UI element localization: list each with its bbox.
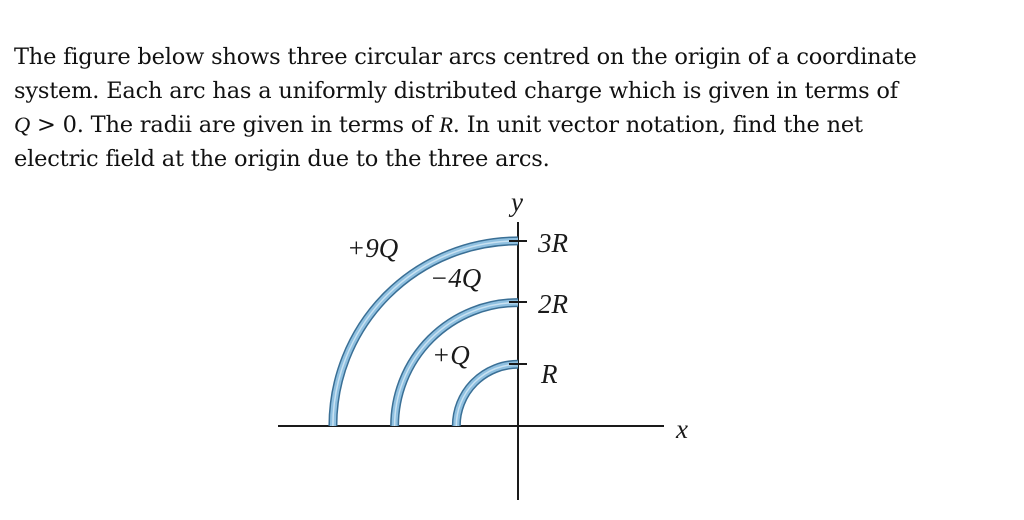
arc-minus-4q [390, 298, 519, 427]
arc-layer [328, 236, 519, 427]
problem-line-3-rest: . In unit vector notation, find the net [452, 112, 863, 138]
problem-line-2: system. Each arc has a uniformly distrib… [14, 78, 898, 104]
problem-statement: The figure below shows three circular ar… [14, 40, 1004, 176]
symbol-q: Q [14, 112, 31, 137]
inequality-text: > 0. The radii are given in terms of [30, 112, 440, 138]
charge-label-plus-9q: +9Q [347, 233, 398, 263]
charge-label-plus-q: +Q [432, 340, 470, 370]
arc-plus-9q-band [329, 237, 519, 427]
arc-plus-9q-highlight [332, 240, 519, 427]
problem-line-1: The figure below shows three circular ar… [14, 44, 917, 70]
radius-label-3r: 3R [537, 228, 569, 258]
problem-line-4: electric field at the origin due to the … [14, 146, 550, 172]
radius-label-2r: 2R [538, 289, 569, 319]
radius-label-r: R [540, 359, 558, 389]
charge-label-minus-4q: −4Q [430, 263, 481, 293]
problem-line-3: Q > 0. The radii are given in terms of R… [14, 108, 1004, 142]
arc-plus-q-highlight [455, 363, 519, 427]
arc-plus-q [451, 359, 519, 427]
x-axis-label: x [675, 414, 688, 444]
arc-plus-9q [328, 236, 519, 427]
arc-plus-q-band [453, 361, 519, 427]
arc-minus-4q-highlight [393, 301, 519, 427]
symbol-r: R [439, 112, 453, 137]
y-axis-label: y [508, 187, 523, 217]
